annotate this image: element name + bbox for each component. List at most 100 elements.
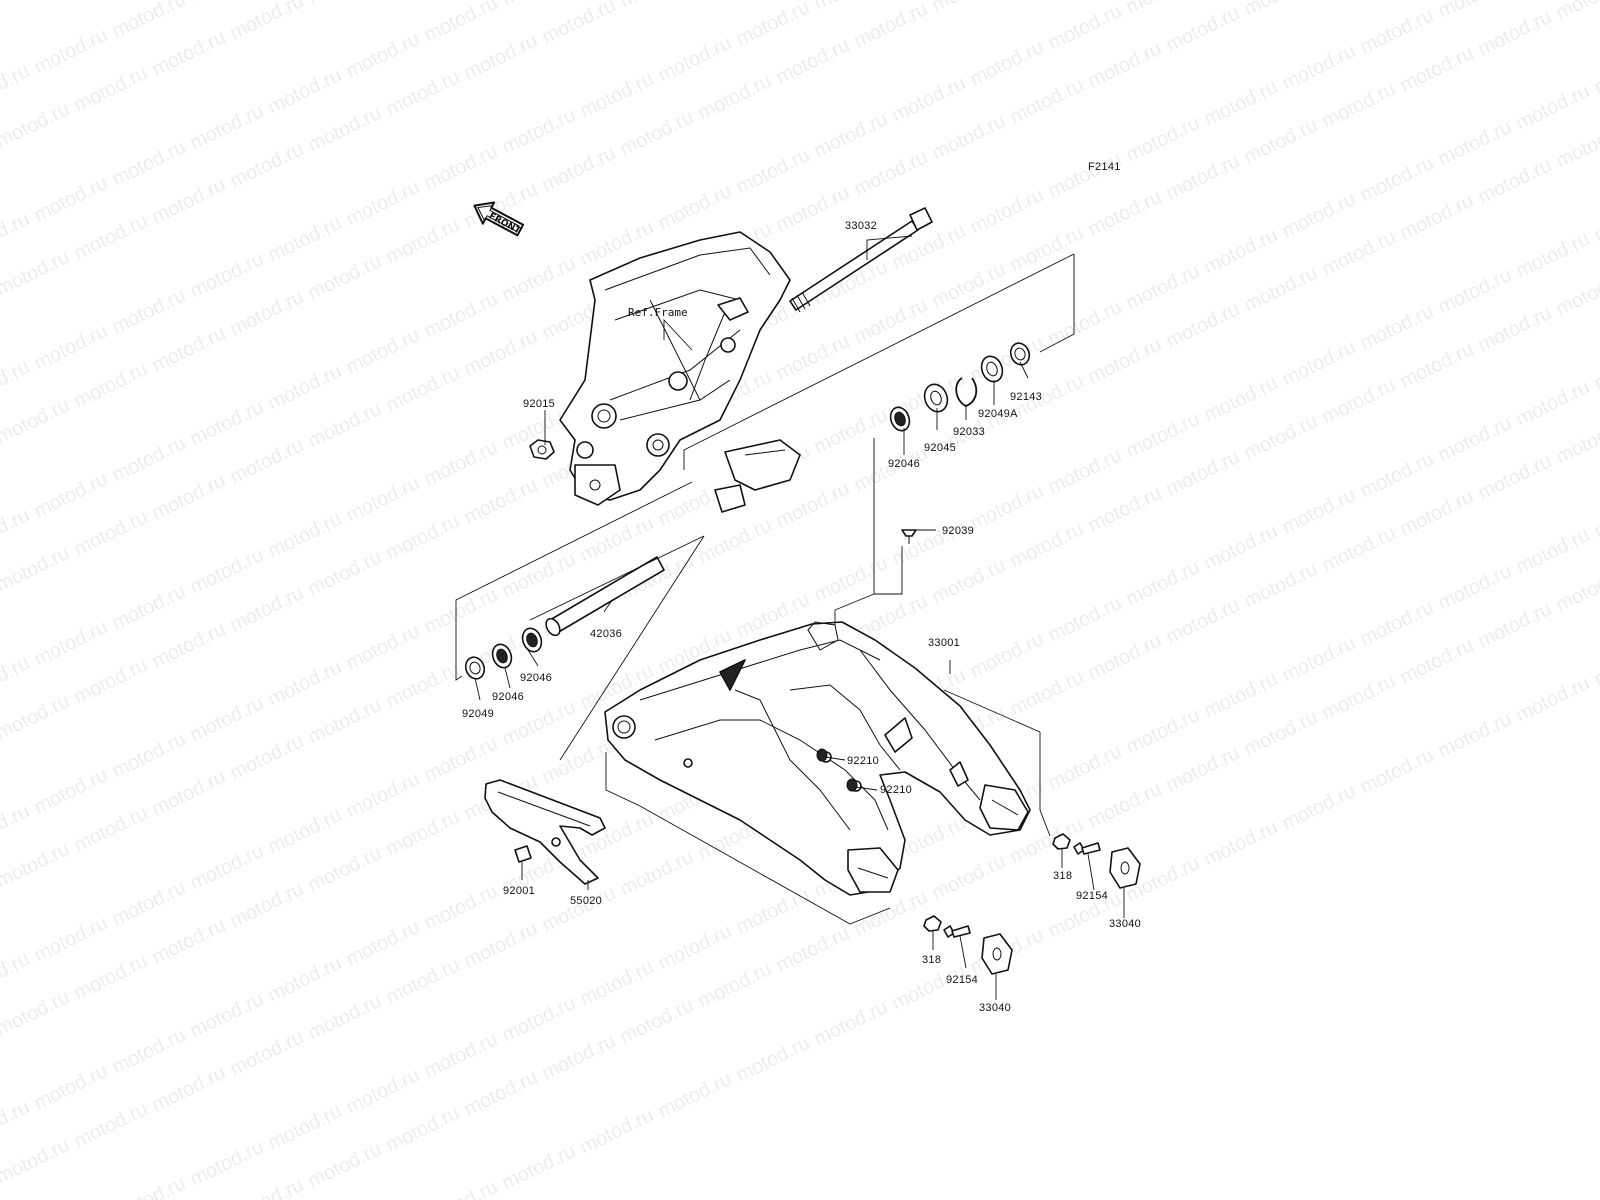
watermark-text: motod.ru xyxy=(1319,374,1400,428)
watermark-text: motod.ru xyxy=(499,0,580,10)
watermark-text: motod.ru xyxy=(851,886,932,940)
watermark-text: motod.ru xyxy=(499,252,580,306)
watermark-text: motod.ru xyxy=(1397,42,1478,96)
watermark-text: motod.ru xyxy=(1435,708,1516,762)
watermark-text: motod.ru xyxy=(929,554,1010,608)
watermark-text: motod.ru xyxy=(0,208,33,262)
watermark-text: motod.ru xyxy=(811,996,892,1050)
watermark-text: motod.ru xyxy=(383,954,464,1008)
watermark-text: motod.ru xyxy=(265,1100,346,1154)
watermark-text: motod.ru xyxy=(617,106,698,160)
watermark-text: motod.ru xyxy=(1279,336,1360,390)
watermark-text: motod.ru xyxy=(733,1032,814,1086)
watermark-text: motod.ru xyxy=(109,580,190,634)
watermark-text: motod.ru xyxy=(421,732,502,786)
watermark-text: motod.ru xyxy=(1085,38,1166,92)
watermark-text: motod.ru xyxy=(305,990,386,1044)
watermark-text: motod.ru xyxy=(929,850,1010,904)
watermark-text: motod.ru xyxy=(71,802,152,856)
watermark-text: motod.ru xyxy=(305,694,386,748)
watermark-text: motod.ru xyxy=(31,172,112,226)
watermark-text: motod.ru xyxy=(149,914,230,968)
bolt-92154-a xyxy=(1073,842,1101,855)
watermark-text: motod.ru xyxy=(499,104,580,158)
label-33032: 33032 xyxy=(845,220,877,232)
watermark-text: motod.ru xyxy=(149,174,230,228)
watermark-text: motod.ru xyxy=(929,258,1010,312)
watermark-text: motod.ru xyxy=(265,952,346,1006)
watermark-text: motod.ru xyxy=(773,34,854,88)
watermark-text: motod.ru xyxy=(187,692,268,746)
watermark-text: motod.ru xyxy=(695,514,776,568)
watermark-text: motod.ru xyxy=(1513,80,1594,134)
watermark-text: motod.ru xyxy=(1435,412,1516,466)
label-92033: 92033 xyxy=(953,426,985,438)
watermark-text: motod.ru xyxy=(343,176,424,230)
watermark-text: motod.ru xyxy=(265,804,346,858)
bolt-92210-b xyxy=(846,778,858,792)
label-33040-b: 33040 xyxy=(979,1002,1011,1014)
watermark-text: motod.ru xyxy=(577,68,658,122)
watermark-text: motod.ru xyxy=(265,656,346,710)
watermark-text: motod.ru xyxy=(1591,340,1600,394)
watermark-text: motod.ru xyxy=(929,110,1010,164)
watermark-text: motod.ru xyxy=(1397,190,1478,244)
watermark-text: motod.ru xyxy=(265,64,346,118)
watermark-text: motod.ru xyxy=(305,1138,386,1192)
watermark-text: motod.ru xyxy=(461,1066,542,1120)
watermark-text: motod.ru xyxy=(1357,152,1438,206)
watermark-text: motod.ru xyxy=(1513,228,1594,282)
watermark-text: motod.ru xyxy=(1045,296,1126,350)
watermark-text: motod.ru xyxy=(227,434,308,488)
watermark-text: motod.ru xyxy=(499,696,580,750)
watermark-text: motod.ru xyxy=(851,146,932,200)
watermark-text: motod.ru xyxy=(733,144,814,198)
bolt-92154-b xyxy=(943,925,971,938)
watermark-text: motod.ru xyxy=(499,992,580,1046)
watermark-text: motod.ru xyxy=(187,840,268,894)
watermark-text: motod.ru xyxy=(1085,482,1166,536)
watermark-text: motod.ru xyxy=(1319,78,1400,132)
adjuster-block-33040-a xyxy=(1109,847,1141,889)
watermark-text: motod.ru xyxy=(265,212,346,266)
watermark-text: motod.ru xyxy=(1357,300,1438,354)
watermark-text: motod.ru xyxy=(1319,226,1400,280)
watermark-text: motod.ru xyxy=(421,584,502,638)
watermark-text: motod.ru xyxy=(149,470,230,524)
bolt-92001 xyxy=(514,845,532,863)
watermark-text: motod.ru xyxy=(1397,338,1478,392)
watermark-text: motod.ru xyxy=(305,842,386,896)
watermark-text: motod.ru xyxy=(71,654,152,708)
watermark-text: motod.ru xyxy=(227,730,308,784)
bolt-92210-a xyxy=(816,748,828,762)
watermark-text: motod.ru xyxy=(187,0,268,6)
watermark-text: motod.ru xyxy=(149,618,230,672)
watermark-text: motod.ru xyxy=(31,1060,112,1114)
watermark-text: motod.ru xyxy=(1163,742,1244,796)
watermark-text: motod.ru xyxy=(1163,150,1244,204)
watermark-text: motod.ru xyxy=(343,620,424,674)
watermark-text: motod.ru xyxy=(1163,594,1244,648)
label-92049A: 92049A xyxy=(978,408,1018,420)
watermark-text: motod.ru xyxy=(1319,670,1400,724)
label-33001: 33001 xyxy=(928,637,960,649)
watermark-text: motod.ru xyxy=(0,246,73,300)
label-92143: 92143 xyxy=(1010,391,1042,403)
watermark-text: motod.ru xyxy=(343,28,424,82)
watermark-text: motod.ru xyxy=(967,628,1048,682)
watermark-text: motod.ru xyxy=(187,544,268,598)
watermark-text: motod.ru xyxy=(499,1140,580,1194)
part-labels: 33032 Ref.Frame 92015 92143 92049A 92033… xyxy=(462,220,1141,1014)
watermark-text: motod.ru xyxy=(421,288,502,342)
watermark-text: motod.ru xyxy=(1279,188,1360,242)
watermark-text: motod.ru xyxy=(305,546,386,600)
label-92001: 92001 xyxy=(503,885,535,897)
watermark-text: motod.ru xyxy=(655,32,736,86)
watermark-text: motod.ru xyxy=(71,950,152,1004)
watermark-text: motod.ru xyxy=(1397,634,1478,688)
watermark-text: motod.ru xyxy=(305,102,386,156)
watermark-text: motod.ru xyxy=(1007,74,1088,128)
watermark-text: motod.ru xyxy=(1045,592,1126,646)
watermark-text: motod.ru xyxy=(109,136,190,190)
watermark-text: motod.ru xyxy=(227,1174,308,1200)
